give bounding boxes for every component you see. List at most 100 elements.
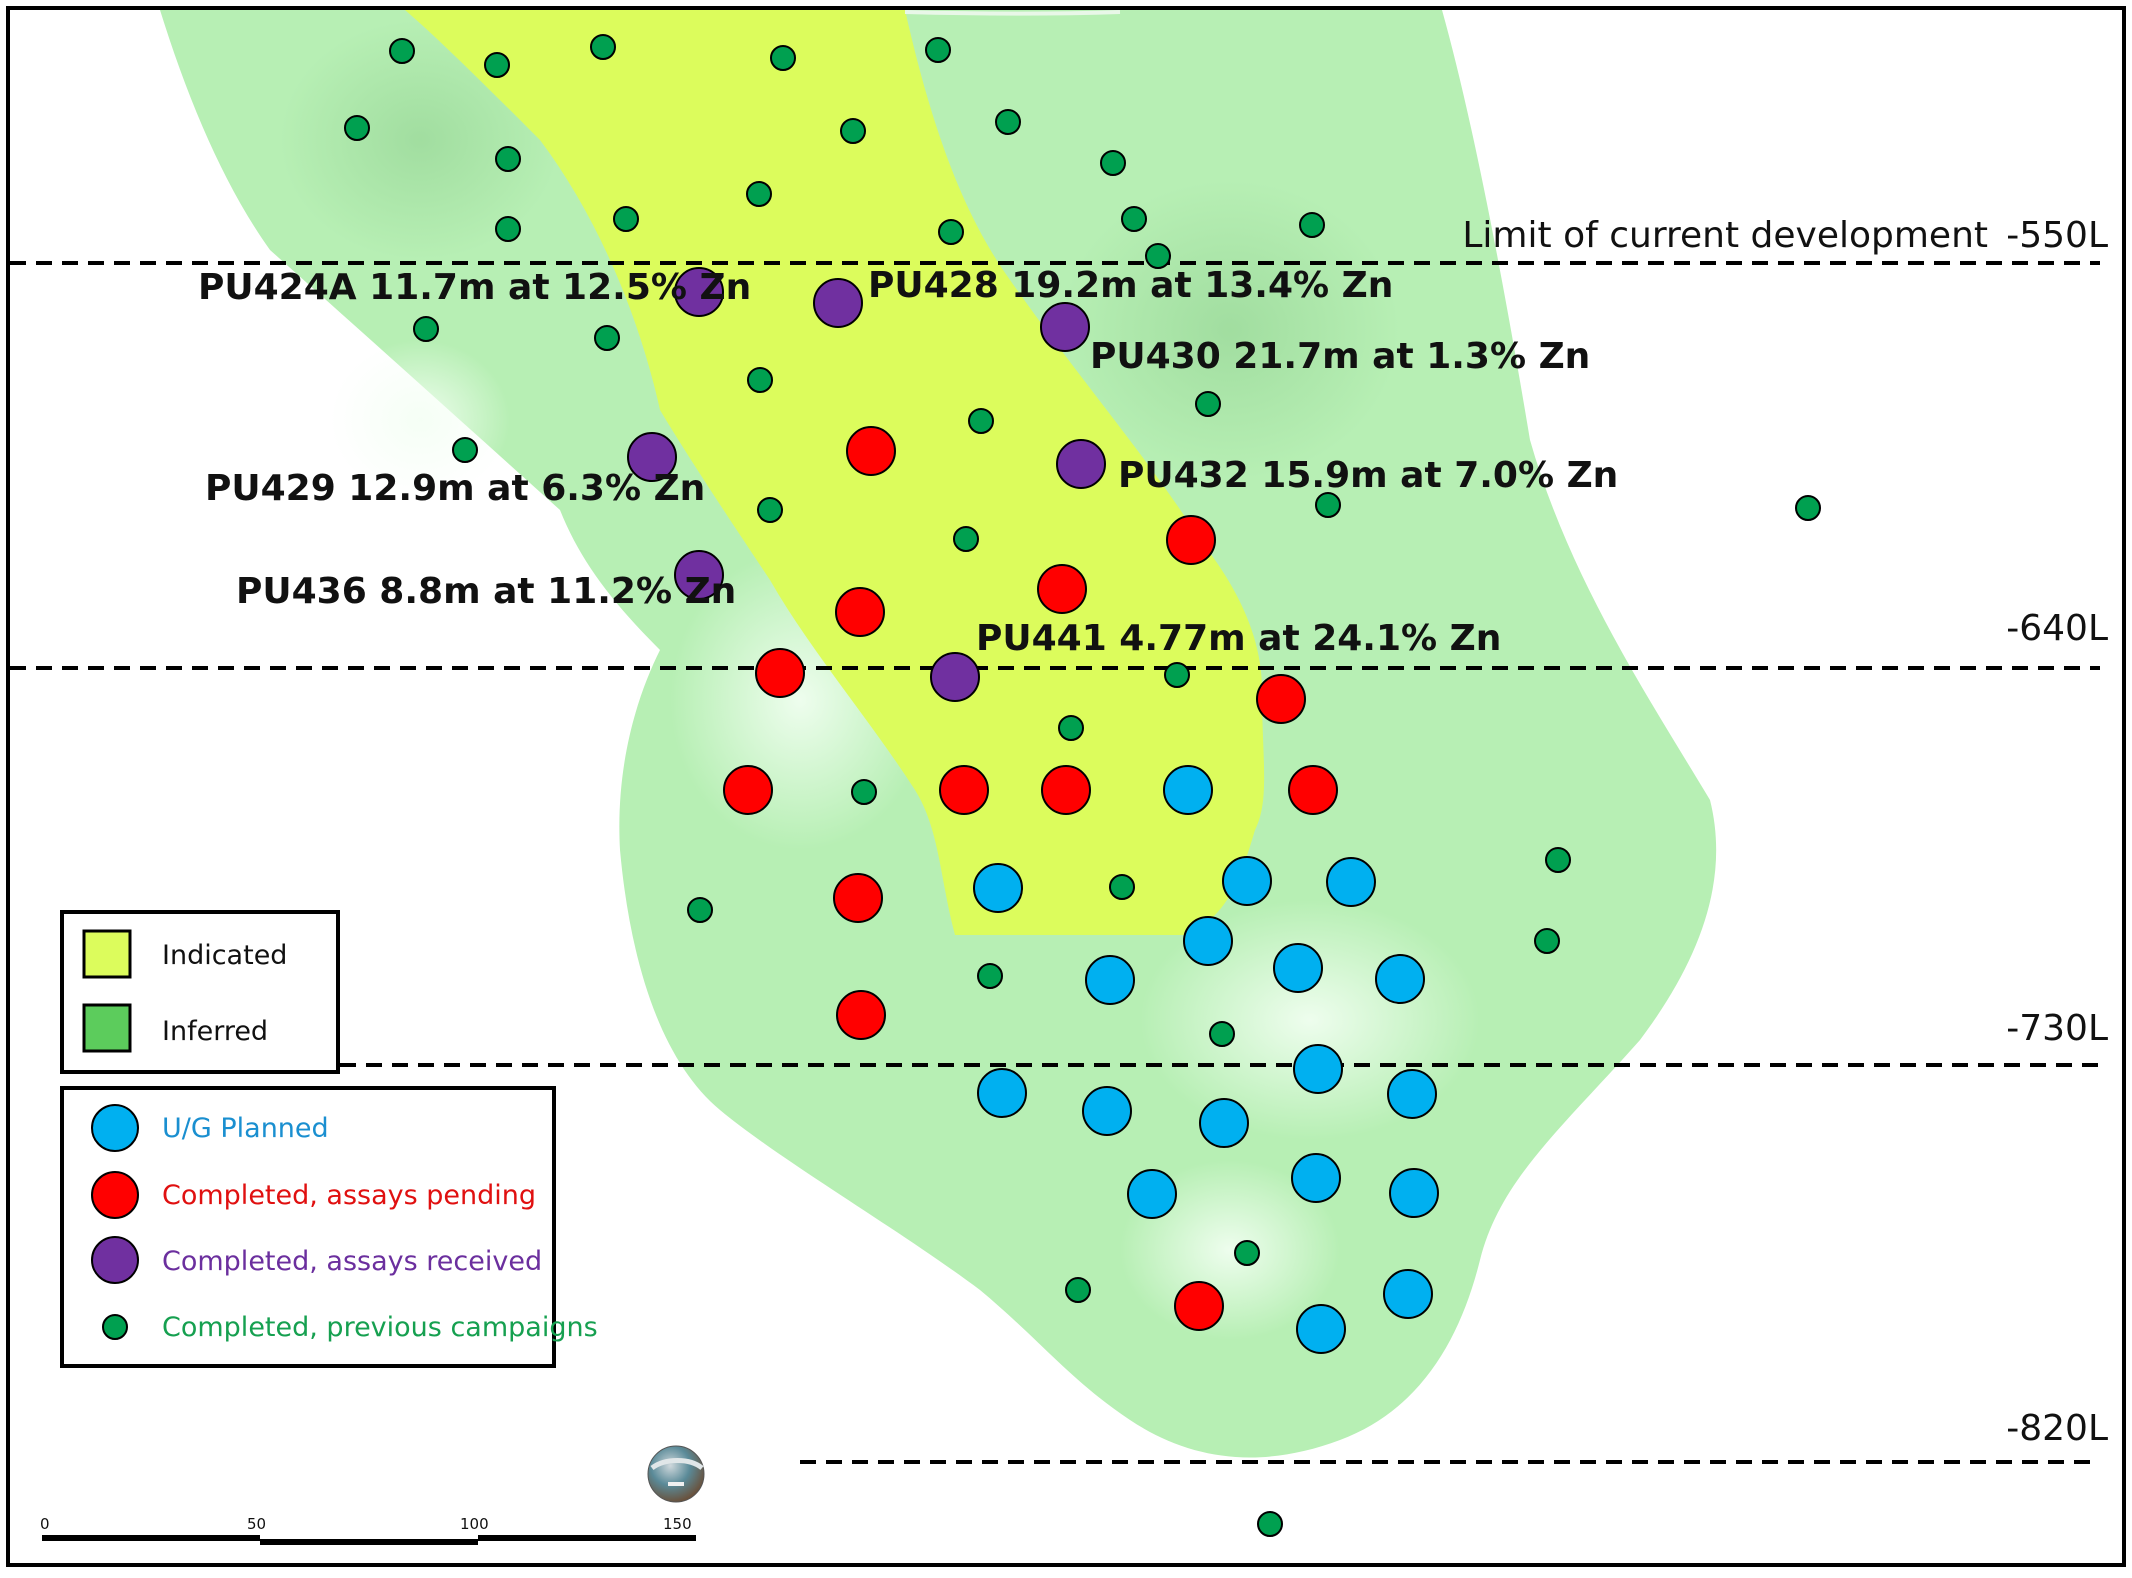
scale-segment [478, 1535, 696, 1541]
assays-received-hole [674, 267, 724, 317]
inferred-legend-label: Inferred [162, 1016, 268, 1047]
previous-campaign-hole [594, 325, 620, 351]
resource-legend: Indicated Inferred [60, 910, 340, 1074]
level-label-550: -550L [2006, 215, 2108, 256]
intercept-label-pu428: PU428 19.2m at 13.4% Zn [868, 265, 1393, 306]
previous-campaign-hole [452, 437, 478, 463]
planned-legend-label: U/G Planned [162, 1113, 329, 1144]
previous-campaign-hole [1065, 1277, 1091, 1303]
previous-campaign-hole [1121, 206, 1147, 232]
planned-hole [1383, 1269, 1433, 1319]
previous-campaign-hole [389, 38, 415, 64]
planned-legend-marker [91, 1104, 139, 1152]
drill-holes [344, 34, 1821, 1537]
level-label-820: -820L [2006, 1408, 2108, 1449]
previous-campaign-hole [1299, 212, 1325, 238]
previous-campaign-hole [840, 118, 866, 144]
previous-campaign-hole [495, 216, 521, 242]
scale-tick-150: 150 [663, 1515, 692, 1533]
scale-segment [260, 1539, 478, 1545]
previous-campaign-hole [968, 408, 994, 434]
planned-hole [977, 1068, 1027, 1118]
planned-hole [1183, 916, 1233, 966]
assays-pending-hole [1037, 564, 1087, 614]
assays-received-hole [627, 432, 677, 482]
previous-campaign-hole [977, 963, 1003, 989]
map-border [6, 6, 2126, 1567]
indicated-zone [405, 10, 1265, 935]
previous-campaign-hole [953, 526, 979, 552]
previous-campaign-hole [1109, 874, 1135, 900]
previous-campaign-hole [851, 779, 877, 805]
planned-hole [973, 863, 1023, 913]
intercept-label-pu429: PU429 12.9m at 6.3% Zn [205, 468, 705, 509]
assays-pending-hole [755, 648, 805, 698]
planned-hole [1199, 1098, 1249, 1148]
previous-campaign-hole [1195, 391, 1221, 417]
planned-hole [1127, 1169, 1177, 1219]
scale-bar: 0 50 100 150 [40, 1515, 696, 1545]
previous-legend-label: Completed, previous campaigns [162, 1312, 598, 1343]
scale-tick-100: 100 [460, 1515, 489, 1533]
level-label-640: -640L [2006, 608, 2108, 649]
drill-legend: U/G Planned Completed, assays pending Co… [60, 1086, 598, 1368]
pending-legend-marker [91, 1171, 139, 1219]
indicated-legend-label: Indicated [162, 940, 287, 971]
assays-received-hole [813, 278, 863, 328]
assays-pending-hole [939, 765, 989, 815]
previous-campaign-hole [1795, 495, 1821, 521]
previous-legend-marker [102, 1314, 128, 1340]
planned-hole [1273, 943, 1323, 993]
intercept-label-pu436: PU436 8.8m at 11.2% Zn [236, 571, 736, 612]
assays-received-hole [674, 550, 724, 600]
planned-hole [1387, 1069, 1437, 1119]
previous-campaign-hole [1534, 928, 1560, 954]
planned-hole [1293, 1044, 1343, 1094]
previous-campaign-hole [687, 897, 713, 923]
assays-received-hole [1040, 302, 1090, 352]
assays-pending-hole [1256, 674, 1306, 724]
assays-pending-hole [836, 990, 886, 1040]
inferred-swatch [82, 1003, 132, 1053]
planned-hole [1222, 856, 1272, 906]
intercept-label-pu432: PU432 15.9m at 7.0% Zn [1118, 455, 1618, 496]
previous-campaign-hole [938, 219, 964, 245]
planned-hole [1291, 1153, 1341, 1203]
intercept-label-pu430: PU430 21.7m at 1.3% Zn [1090, 336, 1590, 377]
previous-campaign-hole [413, 316, 439, 342]
planned-hole [1375, 954, 1425, 1004]
previous-campaign-hole [1234, 1240, 1260, 1266]
scale-tick-50: 50 [247, 1515, 266, 1533]
planned-hole [1163, 765, 1213, 815]
previous-campaign-hole [1145, 243, 1171, 269]
highlight [1120, 1160, 1340, 1340]
previous-campaign-hole [1545, 847, 1571, 873]
previous-campaign-hole [344, 115, 370, 141]
assays-pending-hole [1174, 1281, 1224, 1331]
planned-hole [1326, 857, 1376, 907]
assays-pending-hole [1288, 765, 1338, 815]
previous-campaign-hole [484, 52, 510, 78]
previous-campaign-hole [925, 37, 951, 63]
shade [1060, 180, 1400, 480]
intercept-label-pu424a: PU424A 11.7m at 12.5% Zn [198, 267, 751, 308]
previous-campaign-hole [613, 206, 639, 232]
previous-campaign-hole [757, 497, 783, 523]
planned-hole [1082, 1086, 1132, 1136]
level-label-730: -730L [2006, 1008, 2108, 1049]
assays-pending-hole [723, 765, 773, 815]
assays-pending-hole [1041, 765, 1091, 815]
drill-legend-box [60, 1086, 556, 1368]
previous-campaign-hole [1100, 150, 1126, 176]
planned-hole [1389, 1168, 1439, 1218]
received-legend-label: Completed, assays received [162, 1246, 542, 1277]
development-limit-label: Limit of current development [1462, 215, 1988, 256]
previous-campaign-hole [1315, 492, 1341, 518]
assays-received-hole [1056, 439, 1106, 489]
assays-pending-hole [833, 873, 883, 923]
orientation-ball-icon [647, 1445, 705, 1503]
planned-hole [1296, 1304, 1346, 1354]
assays-pending-hole [1166, 515, 1216, 565]
